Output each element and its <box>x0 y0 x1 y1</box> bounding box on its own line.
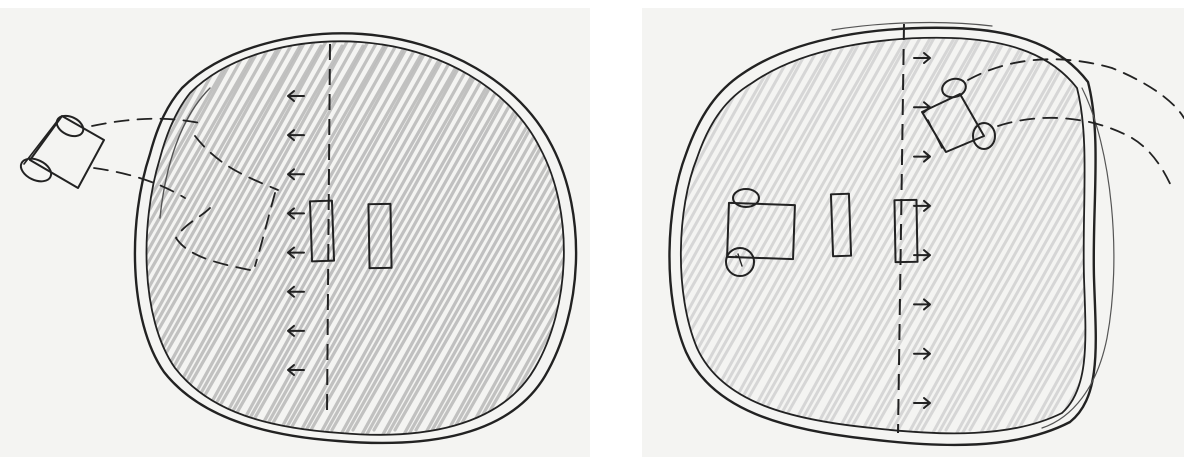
right-sketch <box>642 8 1184 457</box>
left-hatch-stroke <box>542 46 590 430</box>
left-sketch-panel <box>0 8 590 457</box>
left-sketch <box>0 8 590 457</box>
right-hatch-stroke <box>1098 28 1184 438</box>
left-hatch-stroke <box>0 42 167 434</box>
right-hatch-stroke <box>1058 32 1184 434</box>
left-cup-icon <box>17 112 104 188</box>
right-hatch-stroke <box>1082 32 1184 434</box>
right-hatch-stroke <box>986 32 1184 434</box>
left-hatch-stroke <box>0 38 202 438</box>
right-hatch-stroke <box>1090 36 1184 430</box>
left-hatch-stroke <box>528 38 590 438</box>
left-hatch-stroke <box>0 42 188 434</box>
right-sketch-panel <box>642 8 1184 457</box>
